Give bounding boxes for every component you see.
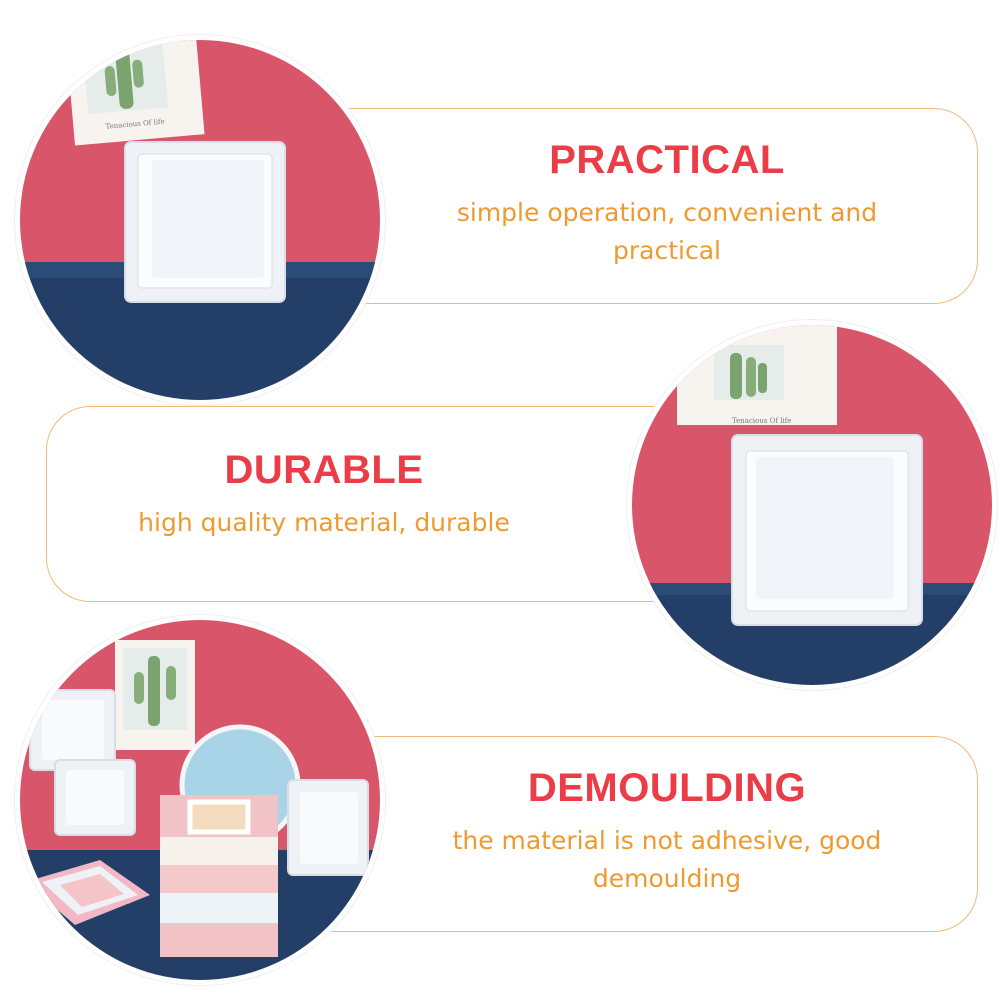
- feature-title: PRACTICAL: [549, 138, 785, 182]
- resin-cube: [160, 795, 278, 957]
- feature-description: simple operation, convenient and practic…: [456, 198, 878, 265]
- feature-text-demoulding: DEMOULDING the material is not adhesive,…: [400, 764, 934, 898]
- postcard-caption: Tenacious Of life: [732, 417, 791, 425]
- feature-title: DEMOULDING: [527, 766, 807, 810]
- square-mould: [731, 434, 923, 626]
- pink-resin-tile: [25, 860, 150, 925]
- feature-description: high quality material, durable: [138, 508, 510, 537]
- product-photo-mould-front: Tenacious Of life: [627, 320, 997, 690]
- product-photo-mould-set: [15, 615, 385, 985]
- cactus-postcard: Tenacious Of life: [677, 325, 837, 425]
- cactus-postcard: Tenacious Of life: [65, 40, 205, 146]
- feature-text-practical: PRACTICAL simple operation, convenient a…: [400, 136, 934, 270]
- feature-description: the material is not adhesive, good demou…: [452, 826, 882, 893]
- feature-text-durable: DURABLE high quality material, durable: [84, 446, 564, 542]
- square-mould: [124, 141, 286, 303]
- feature-title: DURABLE: [224, 448, 424, 492]
- product-photo-square-mould: Tenacious Of life: [15, 35, 385, 405]
- square-mould: [29, 689, 369, 876]
- cactus-postcard: [115, 640, 195, 750]
